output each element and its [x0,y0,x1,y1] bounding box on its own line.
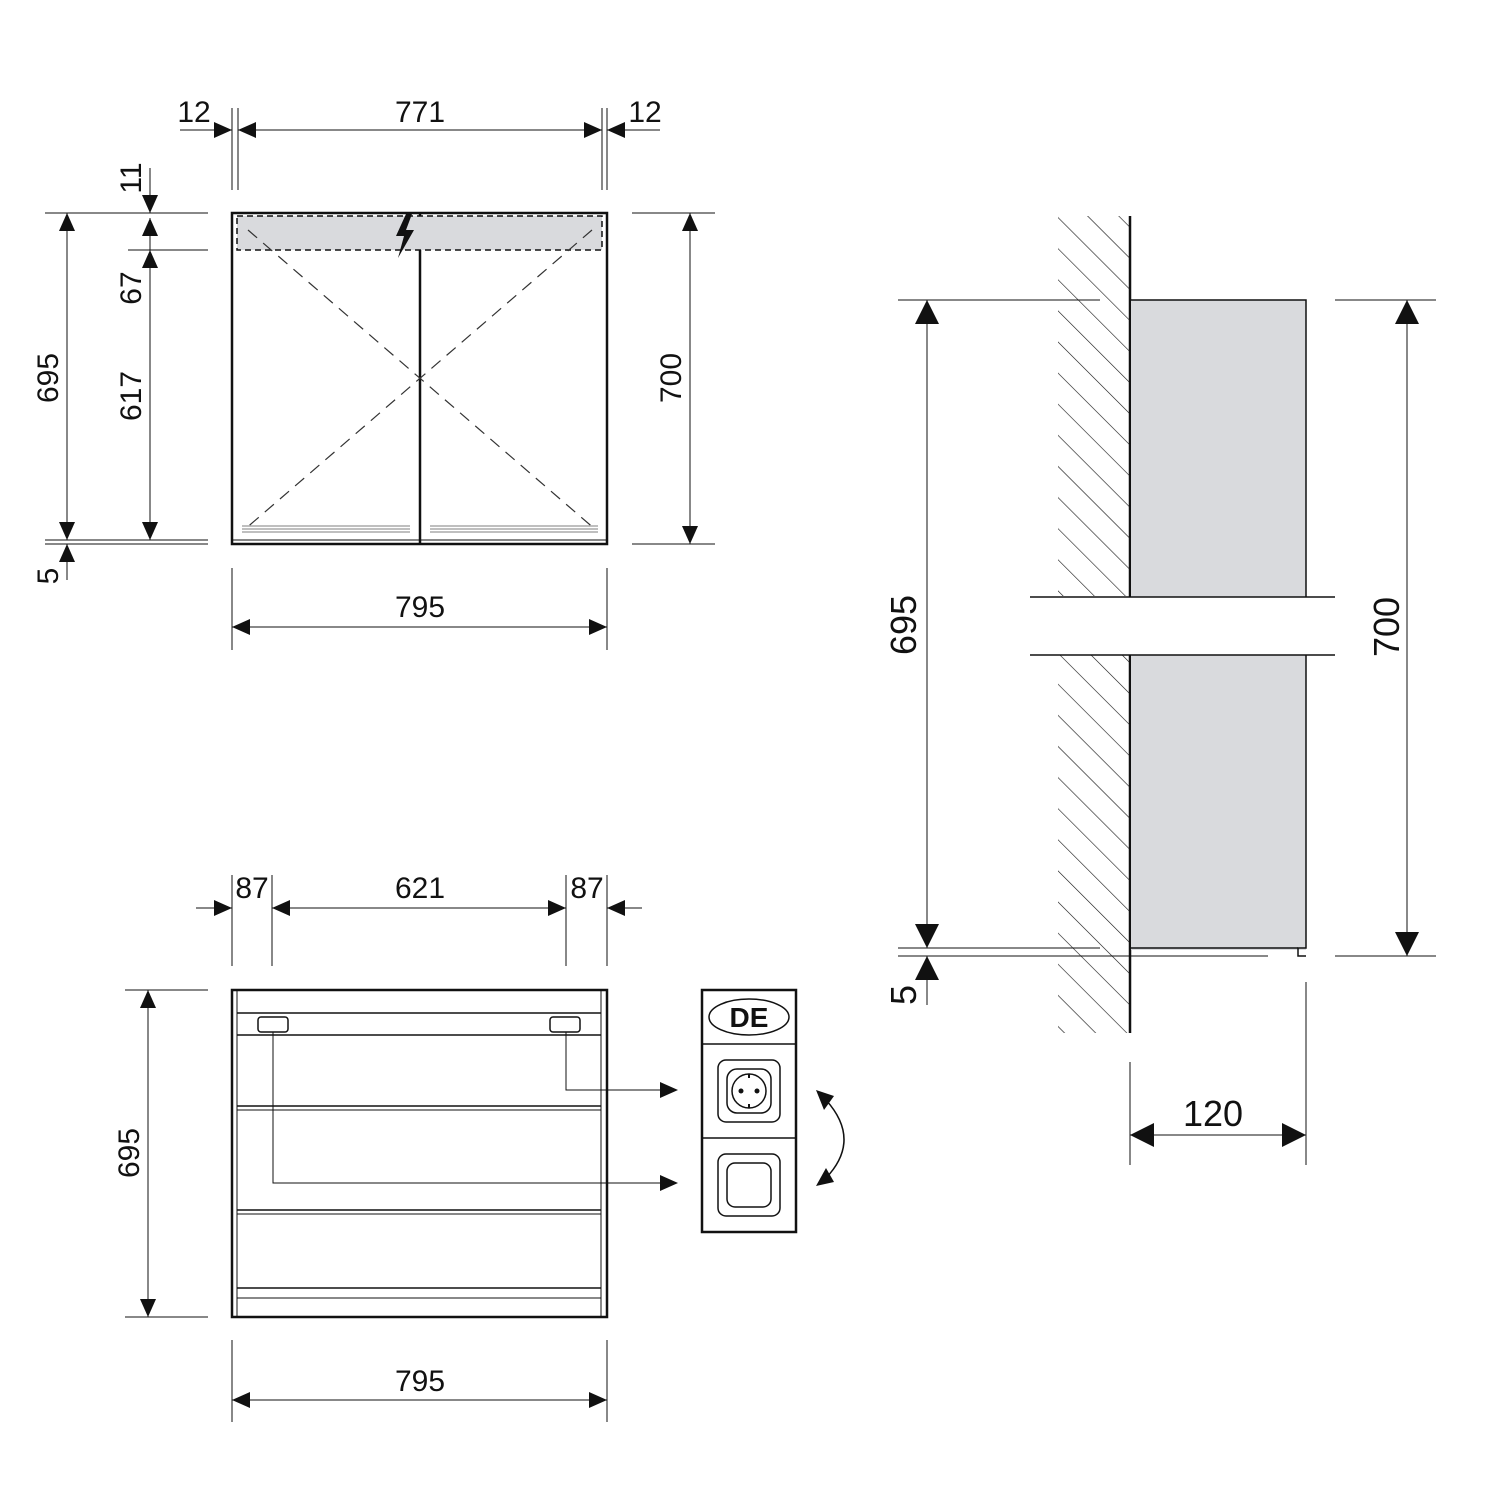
wall-hatch-upper [1058,216,1130,596]
dim-interior-width-795: 795 [395,1365,445,1398]
dim-side-height-695: 695 [883,595,924,655]
dim-front-width-795: 795 [395,591,445,624]
light-strip [236,215,603,251]
front-inner-chain-dimension [128,168,208,540]
dim-interior-middle-621: 621 [395,872,445,905]
interior-cabinet-outline [230,988,609,1319]
country-badge [708,998,790,1036]
dim-front-light-67: 67 [115,271,148,304]
interior-top-dimension [196,875,642,966]
dim-side-bottom-5: 5 [883,985,924,1005]
dim-front-mirror-617: 617 [115,371,148,421]
interior-left-dimension [125,989,208,1318]
dim-front-top-offset-11: 11 [115,162,148,193]
dim-interior-left-87: 87 [235,872,268,905]
dim-front-top-right: 12 [628,96,661,129]
dim-front-bottom-5: 5 [32,568,65,585]
bottom-light-grill-right [430,525,598,533]
front-right-dimension [632,212,715,545]
side-cabinet-lower [1131,655,1306,950]
mirror-diagonal-2 [243,229,593,531]
dim-front-height-695: 695 [32,353,65,403]
bottom-light-grill-left [242,525,410,533]
swap-arrow-icon [816,1090,845,1186]
rail-socket-left [257,1016,289,1033]
socket-panel: DE [700,988,798,1234]
side-left-dimension [898,299,1268,1005]
dim-side-height-700: 700 [1366,597,1407,657]
dim-front-inner-width: 771 [395,96,445,129]
lightning-icon [396,214,414,258]
front-top-dimension [180,108,660,190]
wall-hatch-lower [1058,655,1130,1033]
dim-front-height-700: 700 [655,353,688,403]
front-left-dimension [45,212,208,580]
schuko-socket-icon [717,1059,781,1123]
side-depth-dimension [1129,982,1307,1165]
mirror-diagonal-1 [247,229,597,531]
front-bottom-dimension [231,568,608,650]
dim-front-top-left: 12 [177,96,210,129]
dim-interior-height-695: 695 [113,1128,146,1178]
interior-view: 87 621 87 695 795 DE [113,872,845,1422]
country-label: DE [730,1002,769,1033]
dim-interior-right-87: 87 [570,872,603,905]
rail-socket-right [549,1016,581,1033]
blank-socket-icon [717,1153,781,1217]
leader-line-lower [272,1032,662,1184]
front-view: 12 771 12 695 5 11 67 617 [32,96,715,650]
dim-side-depth-120: 120 [1183,1093,1243,1134]
side-view: 695 5 700 120 [883,216,1436,1165]
leader-line-upper [565,1032,662,1091]
side-right-dimension [1335,299,1436,957]
side-cabinet-upper [1131,300,1306,597]
interior-bottom-dimension [231,1340,608,1422]
